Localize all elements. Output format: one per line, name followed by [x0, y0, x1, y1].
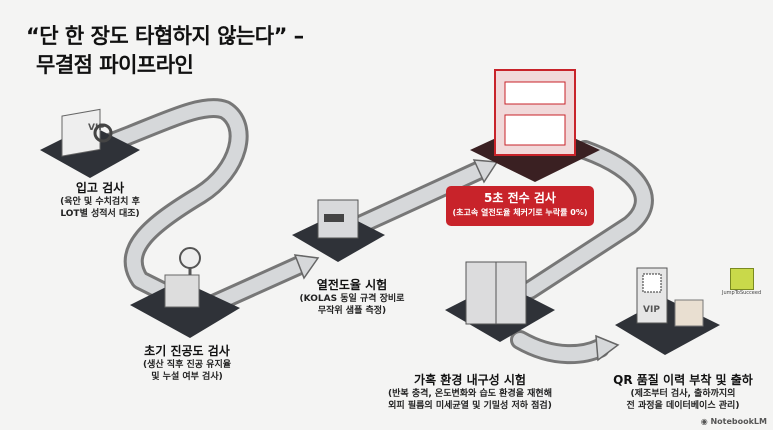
platform-durability — [445, 261, 555, 342]
platform-shipping: VIP — [615, 267, 720, 355]
step-title: 열전도율 시험 — [316, 278, 388, 292]
cube-icon — [729, 268, 754, 290]
arrowheads — [293, 159, 620, 362]
step-durability: 가혹 환경 내구성 시험 (반복 충격, 온도변화와 습도 환경을 재현해 외피… — [388, 372, 552, 412]
step-5s-badge: 5초 전수 검사 (초고속 열전도율 체커기로 누락률 0%) — [446, 186, 594, 226]
step-desc: (반복 충격, 온도변화와 습도 환경을 재현해 — [388, 389, 552, 399]
step-title: QR 품질 이력 부착 및 출하 — [613, 373, 753, 387]
step-shipping: QR 품질 이력 부착 및 출하 (제조부터 검사, 출하까지의 전 과정을 데… — [613, 372, 753, 412]
watermark: ◉ NotebookLM — [701, 417, 767, 426]
jumptosucceed-logo: JumpToSucceed — [722, 268, 761, 296]
step-desc: (KOLAS 동일 규격 장비로 — [299, 294, 405, 304]
step-desc: (육안 및 수치검치 후 — [60, 197, 140, 207]
logo-text: JumpToSucceed — [722, 290, 762, 296]
platform-5s — [470, 69, 600, 182]
step-desc: 무작위 샘플 측정) — [317, 306, 387, 316]
step-thermal: 열전도율 시험 (KOLAS 동일 규격 장비로 무작위 샘플 측정) — [300, 277, 405, 317]
step-vacuum: 초기 진공도 검사 (생산 직후 진공 유지율 및 누설 여부 검사) — [143, 343, 231, 383]
platform-thermal — [292, 199, 385, 262]
step-title: 초기 진공도 검사 — [144, 344, 230, 358]
step-intake: 입고 검사 (육안 및 수치검치 후 LOT별 성적서 대조) — [60, 180, 140, 220]
step-desc: (초고속 열전도율 체커기로 누락률 0%) — [452, 208, 588, 217]
step-desc: 전 과정을 데이터베이스 관리) — [626, 401, 740, 411]
platform-vacuum — [130, 247, 240, 338]
notebooklm-icon: ◉ — [700, 417, 711, 426]
step-desc: 외피 필름의 미세균열 및 기밀성 저하 점검) — [388, 401, 552, 411]
platform-intake: VIP — [40, 108, 140, 178]
step-desc: 및 누설 여부 검사) — [151, 372, 223, 382]
step-title: 5초 전수 검사 — [484, 191, 556, 205]
title-line-2: 무결점 파이프라인 — [36, 53, 194, 77]
step-desc: (제조부터 검사, 출하까지의 — [630, 389, 736, 399]
svg-text:VIP: VIP — [643, 305, 660, 315]
step-desc: (생산 직후 진공 유지율 — [142, 360, 232, 370]
page-title: “단 한 장도 타협하지 않는다” – 무결점 파이프라인 — [26, 22, 304, 80]
step-desc: LOT별 성적서 대조) — [60, 209, 140, 219]
title-line-1: “단 한 장도 타협하지 않는다” – — [26, 24, 304, 48]
step-title: 입고 검사 — [75, 181, 125, 195]
watermark-text: NotebookLM — [710, 417, 767, 426]
pipe — [80, 98, 654, 365]
step-title: 가혹 환경 내구성 시험 — [414, 373, 526, 387]
